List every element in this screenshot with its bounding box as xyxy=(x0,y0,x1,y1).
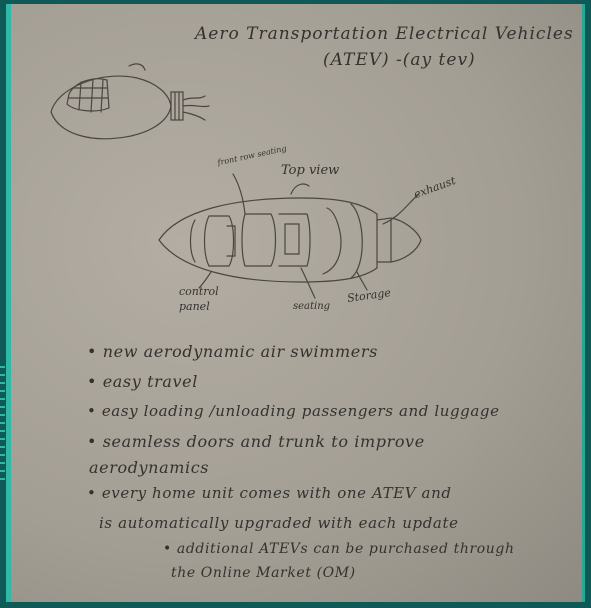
control-panel-label-2: panel xyxy=(179,301,210,312)
note-line-1: • new aerodynamic air swimmers xyxy=(87,344,378,360)
seating-label: seating xyxy=(293,302,330,312)
top-view-label: Top view xyxy=(281,164,339,177)
top-view-sketch xyxy=(159,174,421,298)
note-line-5: aerodynamics xyxy=(89,460,209,476)
note-line-2: • easy travel xyxy=(87,374,198,390)
image-frame: Aero Transportation Electrical Vehicles … xyxy=(6,4,585,602)
note-line-6: • every home unit comes with one ATEV an… xyxy=(87,486,452,501)
frame-edge-dots xyxy=(0,360,5,480)
note-line-4: • seamless doors and trunk to improve xyxy=(87,434,425,450)
notebook-page: Aero Transportation Electrical Vehicles … xyxy=(11,4,582,602)
note-line-7: is automatically upgraded with each upda… xyxy=(99,516,459,531)
note-line-8: • additional ATEVs can be purchased thro… xyxy=(163,542,515,556)
note-line-3: • easy loading /unloading passengers and… xyxy=(87,404,500,419)
note-line-9: the Online Market (OM) xyxy=(171,566,356,580)
control-panel-label-1: control xyxy=(179,286,219,297)
side-view-sketch xyxy=(51,64,209,139)
